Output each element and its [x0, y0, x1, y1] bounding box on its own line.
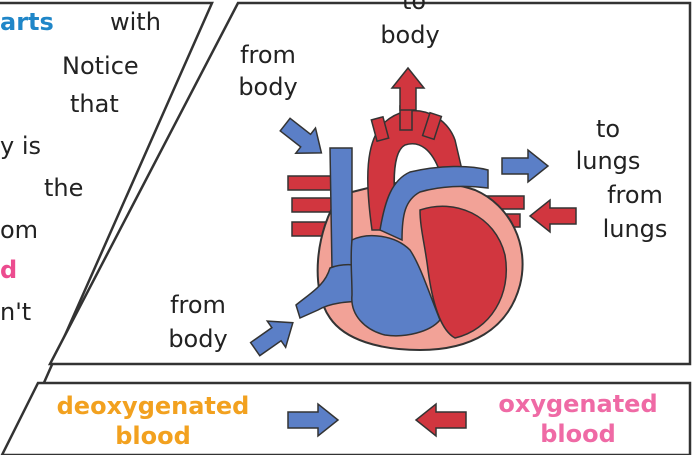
label-from-body-bottom-line2: body [158, 324, 238, 354]
label-to-lungs-line2: lungs [570, 146, 646, 176]
arrow-from-lungs [530, 200, 576, 232]
arrow-to-lungs [502, 150, 548, 182]
legend-arrow-oxygenated [416, 404, 466, 436]
legend-deoxygenated-line2: blood [40, 422, 266, 450]
label-from-body-bottom-line1: from [158, 290, 238, 320]
label-from-body-top-line2: body [228, 72, 308, 102]
label-from-lungs-line2: lungs [594, 214, 676, 244]
label-to-body-line1: to [374, 0, 454, 16]
label-to-lungs-line1: to [570, 114, 646, 144]
label-from-lungs-line1: from [594, 180, 676, 210]
legend-deoxygenated-line1: deoxygenated [40, 392, 266, 420]
label-to-body-line2: body [370, 20, 450, 50]
label-from-body-top-line1: from [228, 40, 308, 70]
arrow-from-body-bottom [246, 310, 302, 363]
legend-oxygenated-line2: blood [478, 420, 678, 448]
arrow-from-body-top [275, 112, 331, 166]
superior-vena-cava [330, 148, 352, 270]
legend-oxygenated-line1: oxygenated [478, 390, 678, 418]
arrow-to-body [392, 68, 424, 110]
legend-arrow-deoxygenated [288, 404, 338, 436]
